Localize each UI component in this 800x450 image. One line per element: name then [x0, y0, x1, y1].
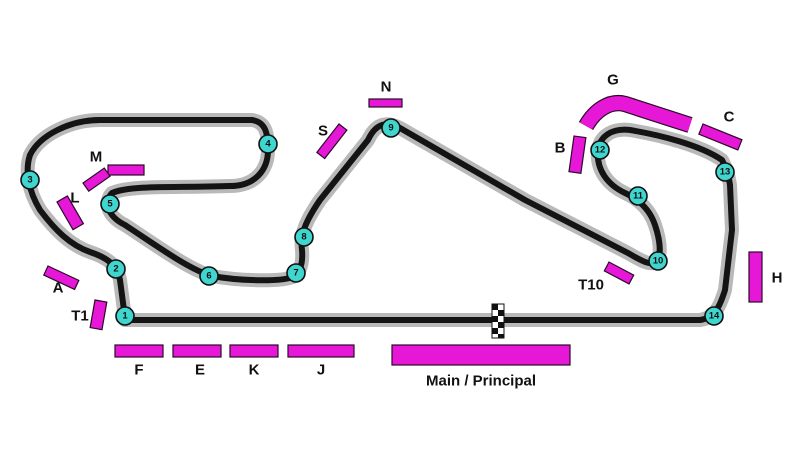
turn-number: 12	[595, 145, 606, 156]
stand-G[interactable]	[579, 96, 693, 132]
turn-marker-12[interactable]: 12	[590, 140, 610, 160]
label-E: E	[195, 362, 205, 379]
label-B: B	[555, 140, 566, 157]
stand-K[interactable]	[229, 344, 279, 358]
turn-marker-8[interactable]: 8	[294, 227, 314, 247]
turn-marker-9[interactable]: 9	[381, 118, 401, 138]
stand-labels: A T1 L M S N G C B H T10 F E K J Main / …	[53, 72, 783, 390]
label-C: C	[724, 109, 735, 126]
stand-main[interactable]	[391, 344, 571, 366]
race-track	[20, 113, 739, 327]
turn-number: 14	[709, 311, 720, 322]
turn-number: 8	[301, 232, 306, 243]
turn-number: 5	[107, 199, 113, 210]
stand-T1[interactable]	[89, 299, 108, 331]
label-T1: T1	[71, 308, 89, 325]
turn-markers: 1 2 3 4 5 6 7 8 9 10 11 12 13 14	[20, 118, 735, 326]
turn-marker-7[interactable]: 7	[286, 263, 306, 283]
turn-marker-2[interactable]: 2	[106, 259, 126, 279]
label-J: J	[317, 362, 325, 379]
track-surface	[24, 117, 735, 323]
label-M: M	[90, 149, 103, 166]
turn-number: 9	[388, 123, 393, 134]
stand-C[interactable]	[698, 123, 743, 151]
turn-marker-3[interactable]: 3	[20, 170, 40, 190]
turn-number: 11	[633, 191, 644, 202]
label-K: K	[249, 362, 260, 379]
turn-marker-5[interactable]: 5	[100, 194, 120, 214]
turn-number: 2	[113, 264, 118, 275]
label-N: N	[381, 79, 392, 96]
stand-F[interactable]	[114, 344, 164, 358]
turn-marker-11[interactable]: 11	[628, 186, 648, 206]
stand-E[interactable]	[172, 344, 222, 358]
track-runoff	[20, 113, 739, 327]
label-L: L	[70, 190, 79, 207]
grandstands	[42, 94, 763, 366]
stand-N[interactable]	[368, 98, 403, 108]
turn-number: 7	[293, 268, 298, 279]
start-finish-line	[491, 303, 505, 339]
label-T10: T10	[578, 277, 604, 294]
turn-number: 3	[27, 175, 32, 186]
stand-M-long[interactable]	[107, 164, 145, 176]
turn-marker-6[interactable]: 6	[199, 266, 219, 286]
turn-marker-14[interactable]: 14	[704, 306, 724, 326]
turn-number: 6	[206, 271, 211, 282]
stand-S[interactable]	[315, 123, 348, 160]
label-G: G	[607, 72, 619, 89]
label-A: A	[53, 280, 64, 297]
turn-marker-1[interactable]: 1	[115, 306, 135, 326]
turn-number: 1	[122, 311, 128, 322]
stand-L[interactable]	[56, 195, 85, 231]
label-F: F	[134, 362, 143, 379]
stand-B[interactable]	[568, 135, 587, 174]
stand-M[interactable]	[82, 167, 111, 193]
stand-H[interactable]	[748, 251, 763, 303]
turn-number: 4	[265, 139, 271, 150]
stand-J[interactable]	[287, 344, 355, 358]
label-S: S	[318, 123, 328, 140]
turn-marker-10[interactable]: 10	[648, 251, 668, 271]
turn-number: 13	[720, 167, 731, 178]
label-H: H	[772, 270, 783, 287]
label-main: Main / Principal	[426, 373, 536, 390]
stand-T10[interactable]	[603, 261, 635, 285]
turn-marker-4[interactable]: 4	[258, 134, 278, 154]
stand-A[interactable]	[42, 265, 80, 291]
turn-number: 10	[653, 256, 664, 267]
turn-marker-13[interactable]: 13	[715, 162, 735, 182]
